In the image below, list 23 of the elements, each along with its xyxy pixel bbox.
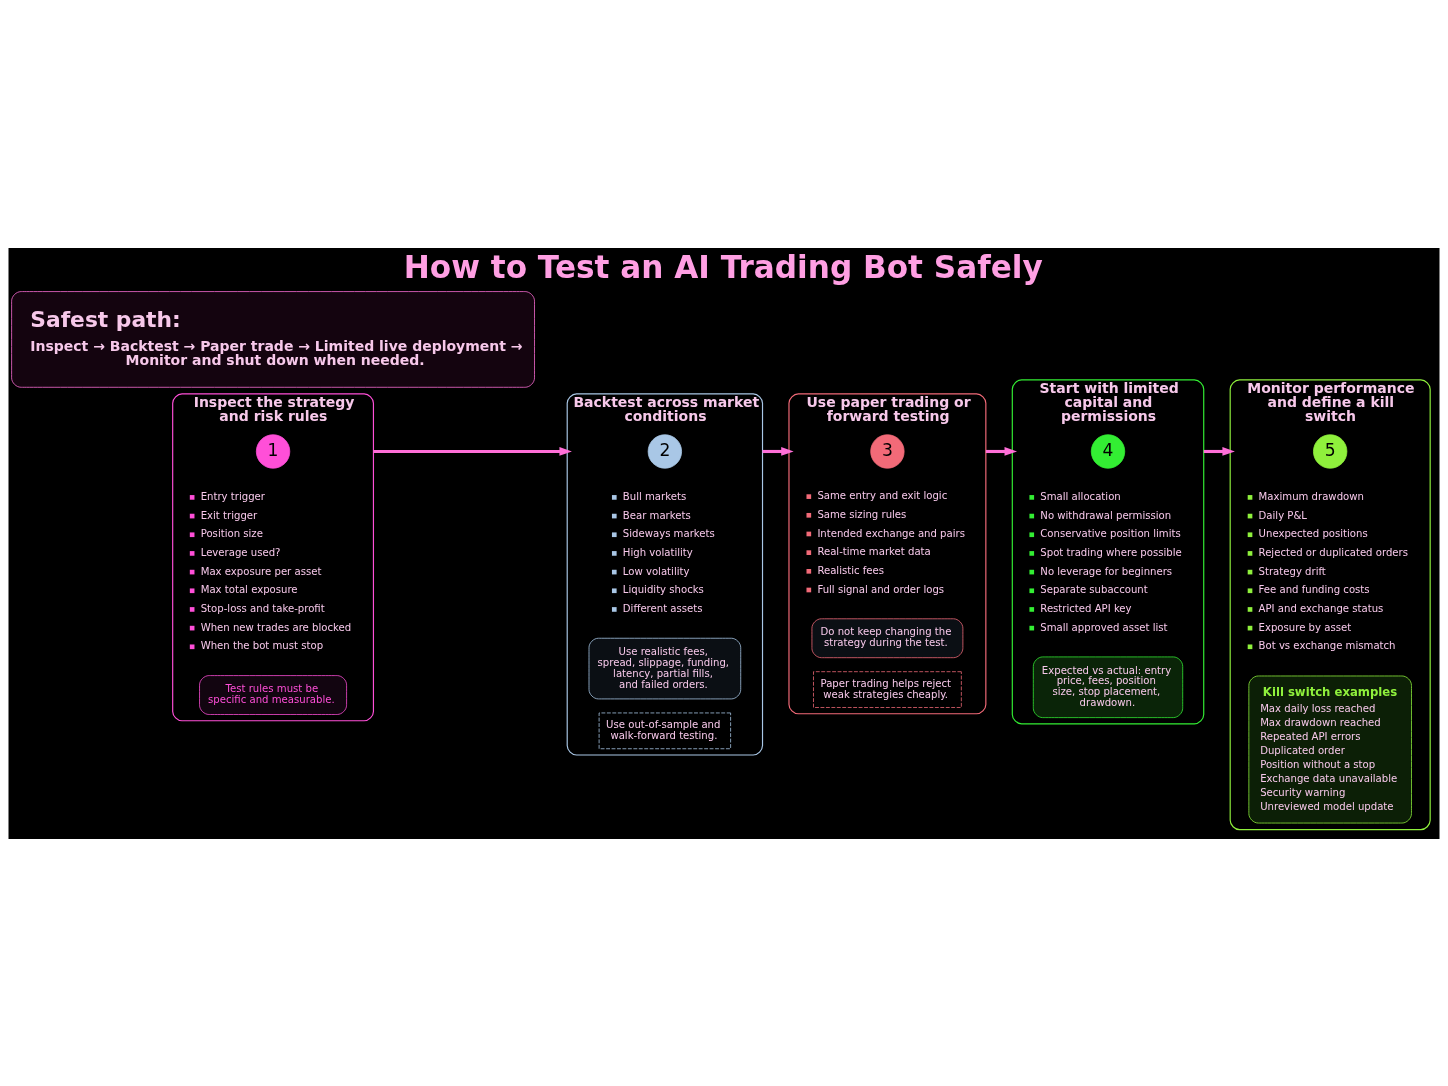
arrow [985,446,1017,456]
node-box: Safest path: Inspect → Backtest → Paper trade → Limited live deployment → Monitor and shut down when needed. [11,290,535,388]
arrow [762,446,794,456]
node-text: Entry trigger Exit trigger Position size Leverage used? Max exposure per asset Max total exposure Stop-loss and take-profit When new trades are blocked When the bot must stop [200,490,352,651]
node-box: Do not keep changing the strategy during the test. [811,617,964,658]
node-circle: 2 [647,433,682,469]
node-circle: 1 [255,433,291,469]
node-box: Kill switch examples Max daily loss reached Max drawdown reached Repeated API errors Duplicated order Position without a stop Exchange data unavailable Security warning Unreviewed model update [1248,675,1412,823]
node-box: Test rules must be specific and measurable. [199,674,347,715]
arrow [1203,446,1235,456]
node-box: Use out-of-sample and walk-forward testing. [598,712,731,749]
node-box: Expected vs actual: entry price, fees, position size, stop placement, drawdown. [1032,656,1184,718]
node-text: Small allocation No withdrawal permission Conservative position limits Spot trading where possible No leverage for beginners Separate subaccount Restricted API key Small approved asset list [1040,490,1182,633]
node-circle: 4 [1090,433,1126,469]
arrow [373,446,572,456]
node-circle: 3 [870,433,905,469]
node-text: Same entry and exit logic Same sizing rules Intended exchange and pairs Real-time market data Realistic fees Full signal and order logs [817,489,965,595]
node-box: Use realistic fees, spread, slippage, funding, latency, partial fills, and failed orders. [588,637,742,699]
node-text: Maximum drawdown Daily P&L Unexpected positions Rejected or duplicated orders Strategy drift Fee and funding costs API and exchange status Exposure by asset Bot vs exchange mismatch [1258,490,1408,651]
node-box: Paper trading helps reject weak strategies cheaply. [813,670,962,708]
node-text: Bull markets Bear markets Sideways markets High volatility Low volatility Liquidity shocks Different assets [622,490,715,614]
diagram-title: How to Test an AI Trading Bot Safely [403,248,1043,285]
node-circle: 5 [1313,433,1348,469]
